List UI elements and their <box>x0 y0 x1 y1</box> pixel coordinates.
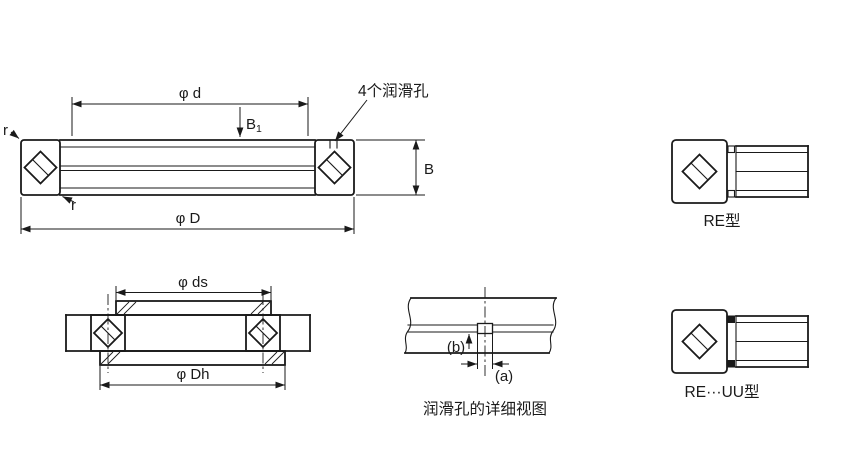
clamp-hatching <box>100 301 285 365</box>
dimension-b: B <box>356 139 434 196</box>
lubrication-holes-callout: 4个润滑孔 <box>334 82 429 142</box>
bearing-outline <box>20 139 355 196</box>
dimension-b-detail: (b) <box>447 334 473 356</box>
seal-bottom <box>727 360 735 368</box>
radius-inner-label: r <box>71 197 76 214</box>
radius-callout-inner: r <box>62 196 76 214</box>
re-uu-inner-ring-section <box>727 315 809 368</box>
re-crossed-roller-symbol <box>681 153 718 190</box>
phi-d-dimension-label: φ d <box>179 85 201 102</box>
phi-ds-dimension-label: φ ds <box>178 274 208 291</box>
mounting-dimensions-view: φ ds φ Dh <box>65 274 311 390</box>
dimension-phi-d: φ d <box>71 85 309 136</box>
housing-clamp-plate <box>99 350 286 366</box>
break-line-right <box>548 297 557 354</box>
detail-label-a: (a) <box>495 368 513 385</box>
shaft-clamp-plate <box>115 300 272 316</box>
re-inner-ring-section <box>727 145 809 198</box>
radius-callout-left: r <box>3 122 20 139</box>
re-uu-type-caption: RE···UU型 <box>685 383 760 401</box>
detail-view-caption: 润滑孔的详细视图 <box>423 400 547 418</box>
re-uu-outer-ring-section <box>671 309 728 374</box>
dimension-phi-D: φ D <box>20 197 355 234</box>
radius-left-label: r <box>3 122 8 139</box>
re-type-caption: RE型 <box>703 212 740 230</box>
main-section-view: φ d B1 4个润滑孔 B φ D r r <box>3 82 434 234</box>
re-uu-crossed-roller-symbol <box>681 323 718 360</box>
left-ring-section <box>20 139 61 196</box>
re-type-view: RE型 <box>671 139 809 230</box>
detail-label-b: (b) <box>447 339 465 356</box>
crossed-roller-symbol-left <box>23 150 58 185</box>
b-dimension-label: B <box>424 161 434 178</box>
dimension-b1: B1 <box>236 107 262 137</box>
re-outer-ring-section <box>671 139 728 204</box>
dimension-a-detail: (a) <box>461 334 513 385</box>
b1-dimension-label: B1 <box>246 116 262 135</box>
lubrication-hole-detail-view: (b) (a) 润滑孔的详细视图 <box>404 287 557 418</box>
dimension-phi-ds: φ ds <box>115 274 272 300</box>
phi-D-dimension-label: φ D <box>176 210 201 227</box>
crossed-roller-symbol-right <box>317 150 352 185</box>
dimension-phi-dh: φ Dh <box>99 366 286 390</box>
lubrication-hole <box>329 139 338 149</box>
break-line-left <box>404 297 412 354</box>
lubrication-holes-label: 4个润滑孔 <box>358 82 429 100</box>
seal-top <box>727 315 735 323</box>
right-ring-section <box>314 139 355 196</box>
re-uu-type-view: RE···UU型 <box>671 309 809 401</box>
phi-dh-dimension-label: φ Dh <box>176 366 209 383</box>
